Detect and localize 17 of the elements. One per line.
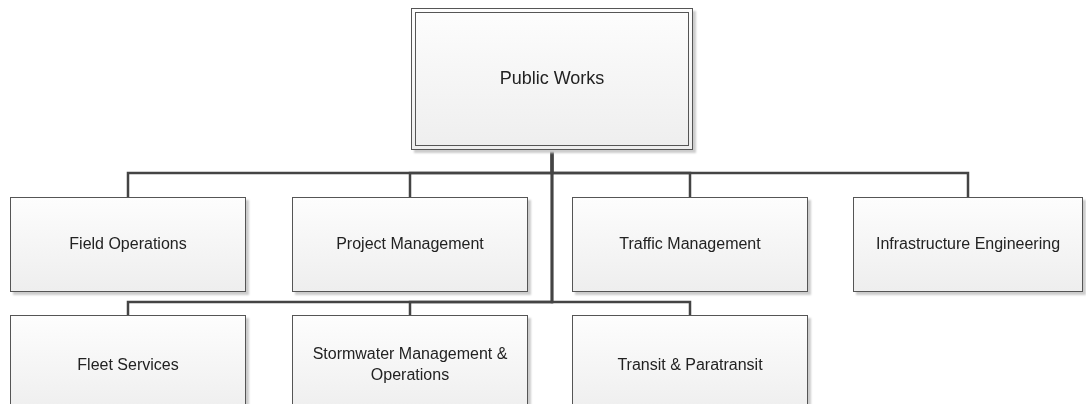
division-box (10, 197, 246, 292)
division-box (292, 315, 528, 404)
division-box (572, 315, 808, 404)
box-label: Transit & Paratransit (616, 354, 764, 375)
box-label: Project Management (335, 234, 485, 255)
connector-line (550, 150, 692, 315)
box-label: Traffic Management (618, 234, 762, 255)
division-box (853, 197, 1083, 292)
division-box (572, 197, 808, 292)
division-box (10, 315, 246, 404)
box-label: Field Operations (68, 234, 188, 255)
box-label: Stormwater Management & Operations (311, 344, 509, 385)
box-label: Infrastructure Engineering (874, 234, 1062, 255)
department-box (411, 8, 693, 150)
box-label: Fleet Services (76, 354, 180, 375)
box-label: Public Works (498, 67, 606, 91)
division-box (292, 197, 528, 292)
